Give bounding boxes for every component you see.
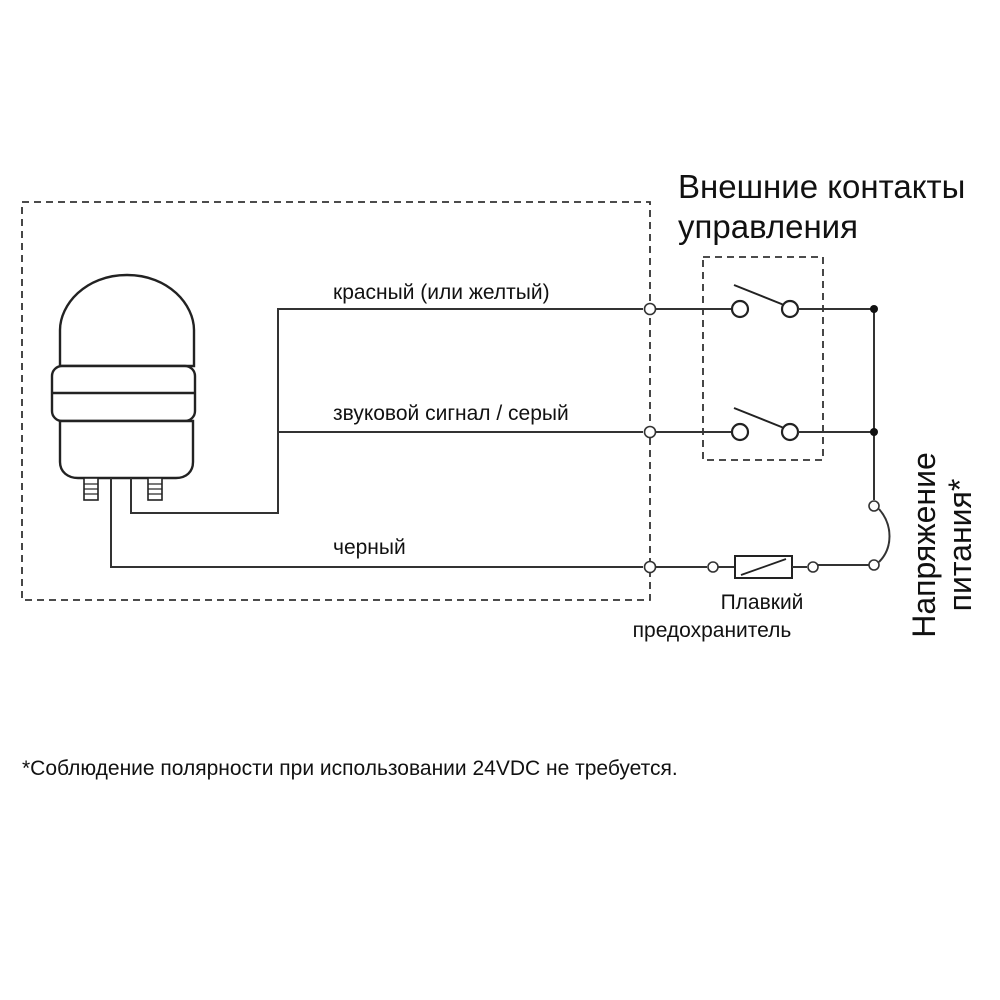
fuse-label-line1: Плавкий: [721, 591, 804, 614]
switch-red-icon: [730, 284, 800, 319]
power-label-line1: Напряжение: [906, 452, 942, 638]
power-label: Напряжение питания*: [906, 452, 978, 638]
device-boundary: [21, 201, 651, 601]
power-bus: [798, 305, 891, 571]
footnote: *Соблюдение полярности при использовании…: [22, 757, 678, 780]
external-contacts-title: Внешние контакты: [678, 168, 965, 205]
terminal-buzzer: [643, 425, 657, 439]
lamp-wiring: [110, 308, 643, 568]
fuse-label-line2: предохранитель: [633, 619, 792, 642]
terminal-black: [643, 560, 657, 574]
wire-label-red: красный (или желтый): [333, 281, 550, 304]
fuse-icon: [655, 555, 869, 579]
external-contacts-subtitle: управления: [678, 208, 858, 245]
power-label-line2: питания*: [942, 479, 978, 612]
external-contacts-boundary: [702, 256, 824, 461]
terminal-red: [643, 302, 657, 316]
switch-buzzer-icon: [730, 407, 800, 442]
wire-label-buzzer: звуковой сигнал / серый: [333, 402, 569, 425]
signal-lamp-icon: [50, 273, 197, 501]
wire-label-black: черный: [333, 536, 406, 559]
